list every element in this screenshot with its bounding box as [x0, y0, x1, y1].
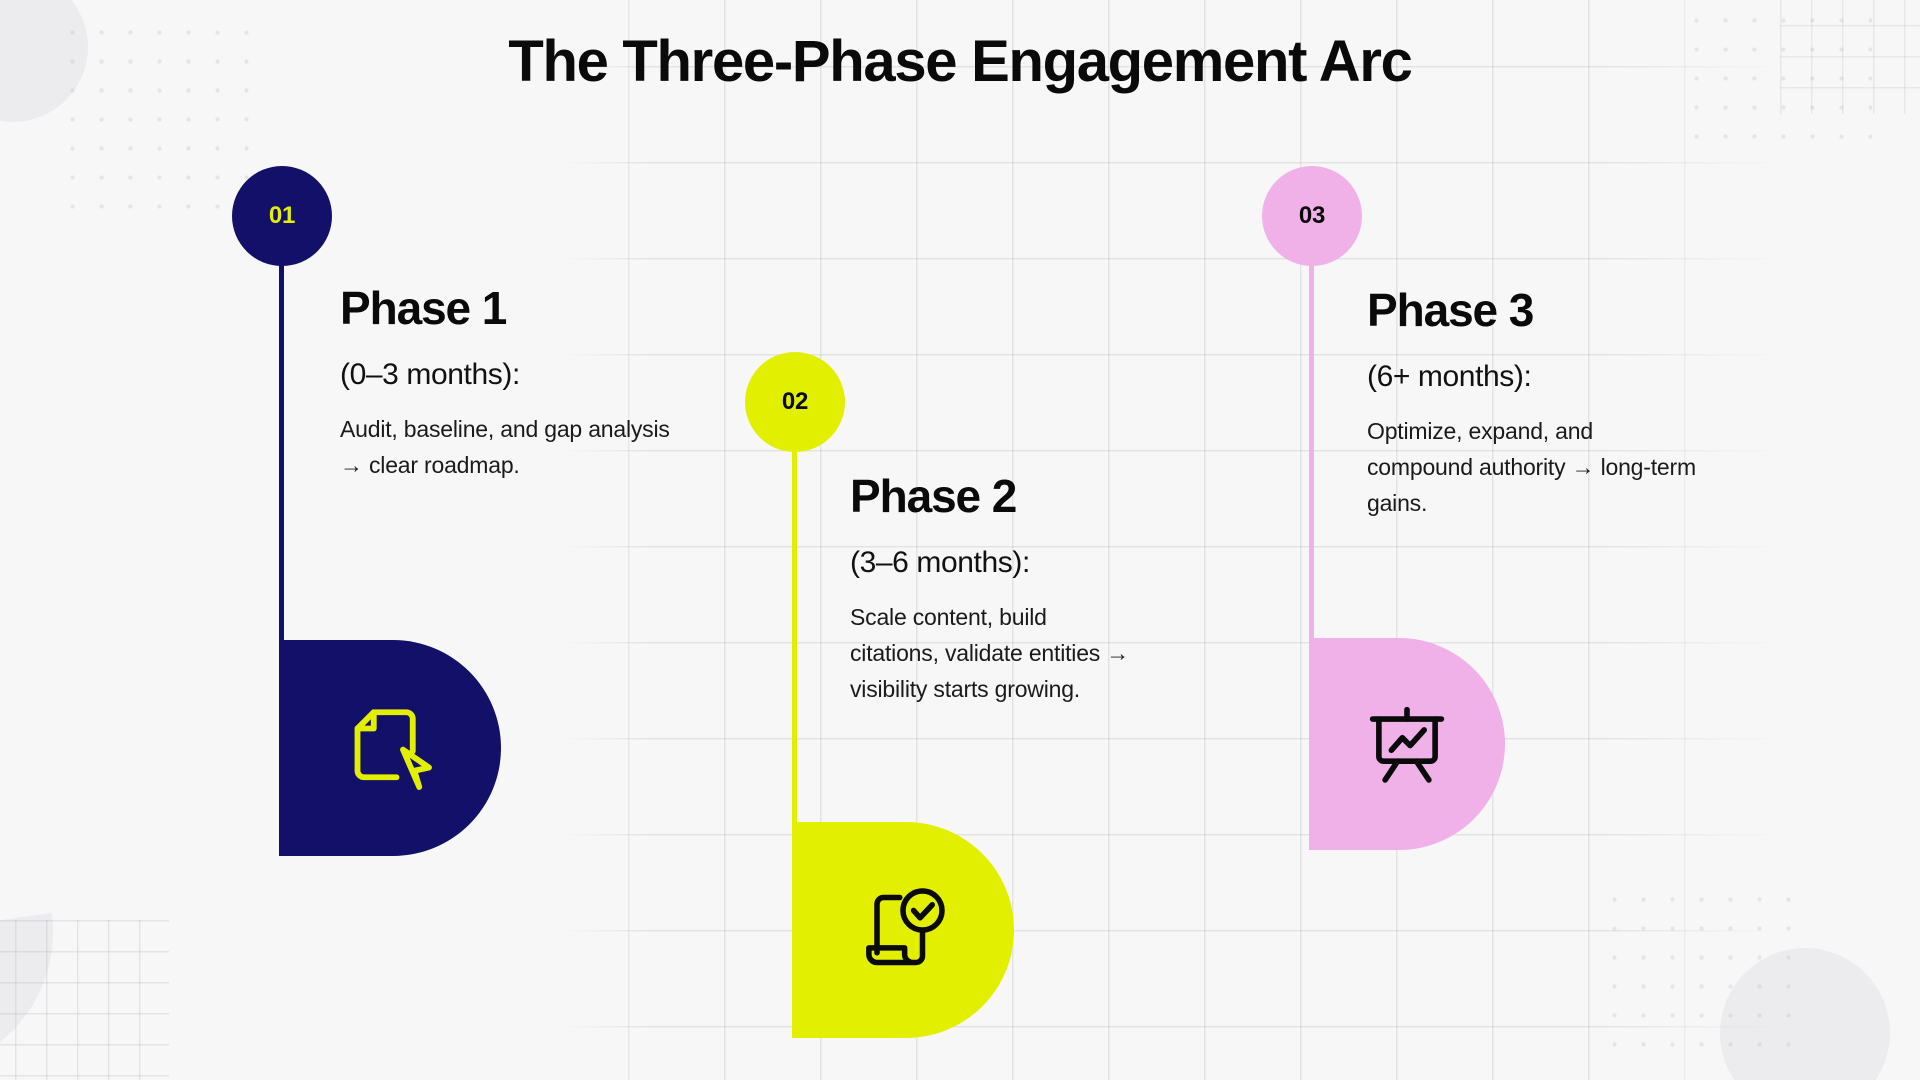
document-cursor-icon — [338, 696, 442, 800]
phase-3-description: Optimize, expand, and compound authority… — [1367, 418, 1696, 516]
phase-1-timeframe: (0–3 months): — [340, 358, 520, 392]
phase-1-icon-blob — [279, 640, 501, 856]
phase-3-icon-blob — [1309, 638, 1505, 850]
phase-1-description: Audit, baseline, and gap analysis → clea… — [340, 416, 670, 478]
decorative-grid-top-right — [1780, 0, 1920, 114]
phase-3-text-block: Phase 3 (6+ months): Optimize, expand, a… — [1367, 286, 1697, 521]
phase-3-stem — [1309, 252, 1314, 812]
presentation-chart-icon — [1357, 694, 1457, 794]
decorative-circle-bottom-right — [1720, 948, 1890, 1080]
phase-3-number-badge[interactable]: 03 — [1262, 166, 1362, 266]
phase-2-timeframe: (3–6 months): — [850, 546, 1030, 580]
phase-3-number-label: 03 — [1298, 202, 1326, 229]
decorative-grid-bottom-left — [0, 920, 169, 1080]
phase-1-number-label: 01 — [268, 202, 296, 229]
phase-1-number-badge[interactable]: 01 — [232, 166, 332, 266]
phase-1-text-block: Phase 1 (0–3 months): Audit, baseline, a… — [340, 284, 670, 484]
phase-2-description: Scale content, build citations, validate… — [850, 604, 1130, 702]
phase-2-number-label: 02 — [781, 388, 809, 415]
decorative-dots-top-right — [1682, 6, 1872, 156]
document-check-icon — [851, 878, 955, 982]
phase-3-timeframe: (6+ months): — [1367, 360, 1532, 394]
decorative-dots-bottom-right — [1600, 885, 1810, 1070]
phase-2-stem — [792, 438, 797, 998]
phase-2-text-block: Phase 2 (3–6 months): Scale content, bui… — [850, 472, 1140, 707]
phase-2-icon-blob — [792, 822, 1014, 1038]
page-title: The Three-Phase Engagement Arc — [508, 29, 1413, 94]
background-grid-pattern — [560, 0, 1790, 1080]
phase-3-title: Phase 3 — [1367, 284, 1534, 336]
phase-2-title: Phase 2 — [850, 470, 1017, 522]
phase-2-number-badge[interactable]: 02 — [745, 352, 845, 452]
phase-1-title: Phase 1 — [340, 282, 507, 334]
phase-1-stem — [279, 252, 284, 812]
decorative-dots-top-left — [58, 18, 266, 228]
